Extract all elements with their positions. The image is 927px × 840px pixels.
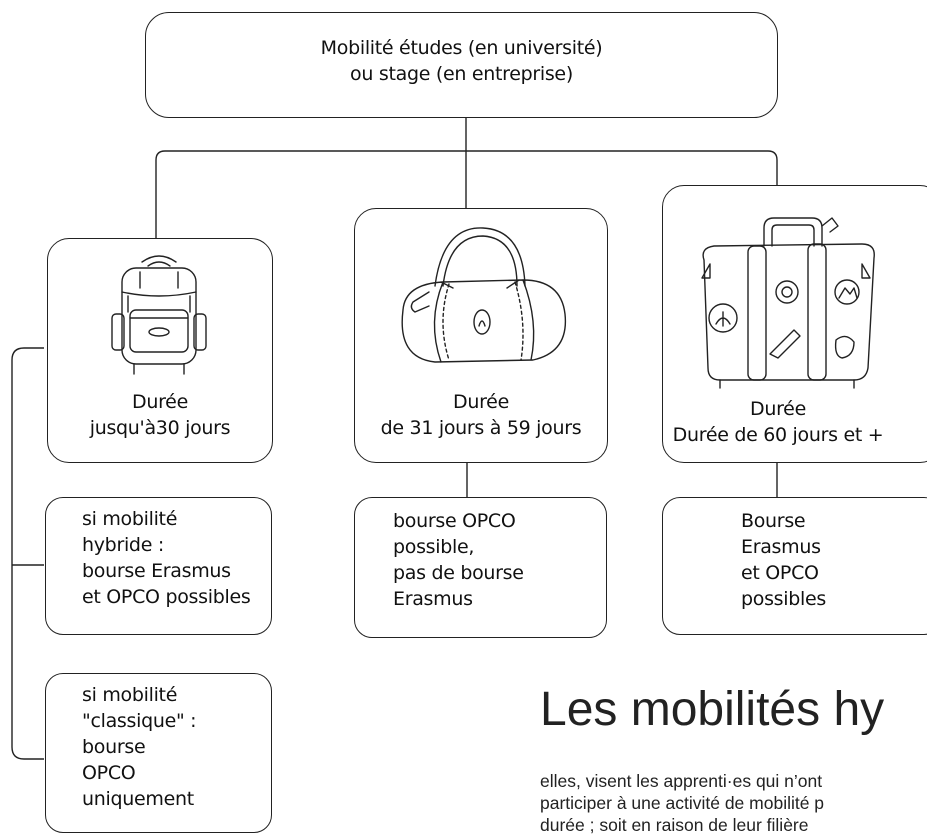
info-box-medium: bourse OPCO possible, pas de bourse Eras… xyxy=(354,497,607,638)
info-line: possibles xyxy=(741,588,826,610)
paragraph-line: participer à une activité de mobilité p xyxy=(540,793,825,813)
duration-label: Durée xyxy=(453,391,509,413)
info-line: "classique" : xyxy=(82,710,197,732)
duration-value: de 31 jours à 59 jours xyxy=(380,417,582,439)
info-line: bourse OPCO xyxy=(393,510,516,532)
info-line: hybride : xyxy=(82,534,164,556)
info-line: pas de bourse xyxy=(393,562,524,584)
info-line: possible, xyxy=(393,536,475,558)
info-line: Erasmus xyxy=(393,588,473,610)
info-line: et OPCO possibles xyxy=(82,586,251,608)
root-title-line2: ou stage (en entreprise) xyxy=(350,63,573,85)
info-line: uniquement xyxy=(82,788,194,810)
info-line: et OPCO xyxy=(741,562,819,584)
section-heading: Les mobilités hy xyxy=(540,683,885,736)
info-line: si mobilité xyxy=(82,508,178,530)
duration-label: Durée xyxy=(750,398,806,420)
info-box-classic: si mobilité "classique" : bourse OPCO un… xyxy=(45,673,272,833)
duration-box-short: Durée jusqu'à30 jours xyxy=(47,238,273,463)
info-line: Bourse xyxy=(741,510,806,532)
duration-label: Durée xyxy=(132,391,188,413)
info-line: bourse Erasmus xyxy=(82,560,231,582)
info-line: Erasmus xyxy=(741,536,821,558)
duration-box-medium: Durée de 31 jours à 59 jours xyxy=(354,208,608,463)
info-line: si mobilité xyxy=(82,684,178,706)
duffel-bag-icon xyxy=(401,227,567,363)
info-line: bourse xyxy=(82,736,146,758)
info-box-hybrid: si mobilité hybride : bourse Erasmus et … xyxy=(45,497,272,635)
section-paragraph: elles, visent les apprenti·es qui n’ont … xyxy=(540,770,927,836)
suitcase-icon xyxy=(701,217,875,389)
info-line: OPCO xyxy=(82,762,136,784)
root-box: Mobilité études (en université) ou stage… xyxy=(145,12,778,118)
root-title-line1: Mobilité études (en université) xyxy=(320,37,603,59)
duration-value: jusqu'à30 jours xyxy=(89,417,231,439)
paragraph-line: elles, visent les apprenti·es qui n’ont xyxy=(540,771,823,791)
info-box-long: Bourse Erasmus et OPCO possibles xyxy=(662,497,927,635)
paragraph-line: durée ; soit en raison de leur filière xyxy=(540,815,809,835)
duration-value: Durée de 60 jours et + xyxy=(672,424,884,446)
backpack-icon xyxy=(111,255,207,375)
